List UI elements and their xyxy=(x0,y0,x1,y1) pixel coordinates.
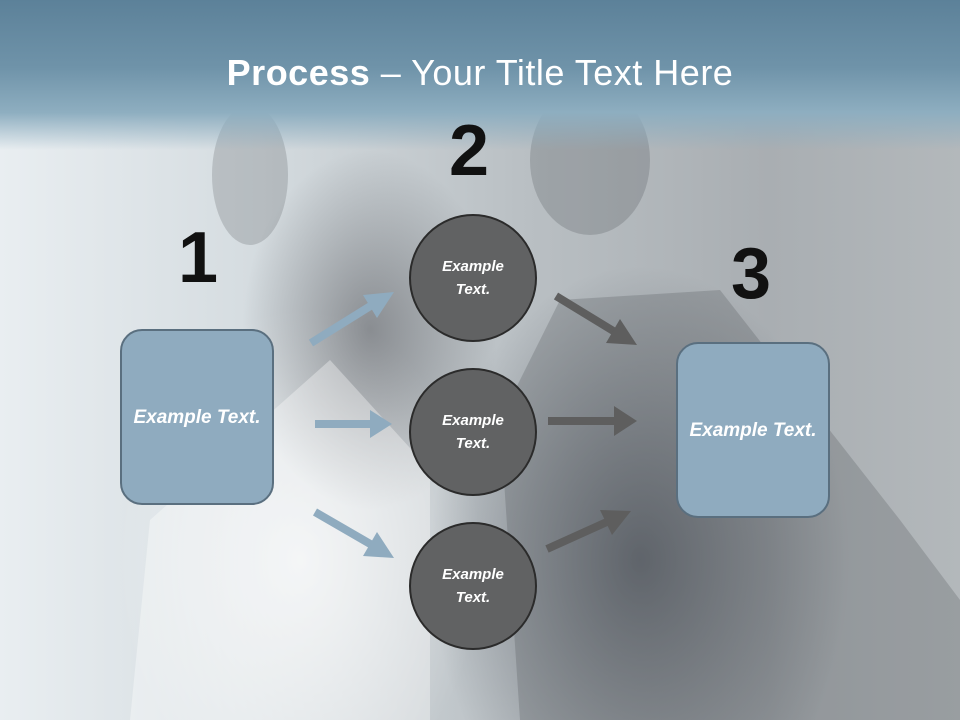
step-2-circle-1-label: Example Text. xyxy=(442,258,504,298)
step-number-3: 3 xyxy=(731,234,772,314)
arrow-circle-2-to-3 xyxy=(548,406,637,436)
step-2-circle-1: Example Text. xyxy=(409,214,537,342)
arrow-1-to-circle-1 xyxy=(308,292,394,347)
step-2-circle-3: Example Text. xyxy=(409,522,537,650)
step-1-label: Example Text. xyxy=(133,406,261,428)
step-2-circle-2-label: Example Text. xyxy=(442,412,504,452)
step-number-2: 2 xyxy=(449,111,490,191)
title-band xyxy=(0,0,960,150)
arrow-circle-3-to-3 xyxy=(545,510,631,553)
step-2-circle-3-label: Example Text. xyxy=(442,566,504,606)
step-3-label: Example Text. xyxy=(689,419,817,441)
title-bold: Process xyxy=(226,52,371,93)
step-1-box: Example Text. xyxy=(120,329,274,505)
arrow-1-to-circle-2 xyxy=(315,410,392,438)
step-2-circle-2: Example Text. xyxy=(409,368,537,496)
arrow-1-to-circle-3 xyxy=(312,508,394,558)
arrow-circle-1-to-3 xyxy=(553,292,637,345)
step-3-box: Example Text. xyxy=(676,342,830,518)
title-rest: – Your Title Text Here xyxy=(370,52,734,93)
step-number-1: 1 xyxy=(178,218,219,298)
slide-title: Process – Your Title Text Here xyxy=(0,52,960,94)
